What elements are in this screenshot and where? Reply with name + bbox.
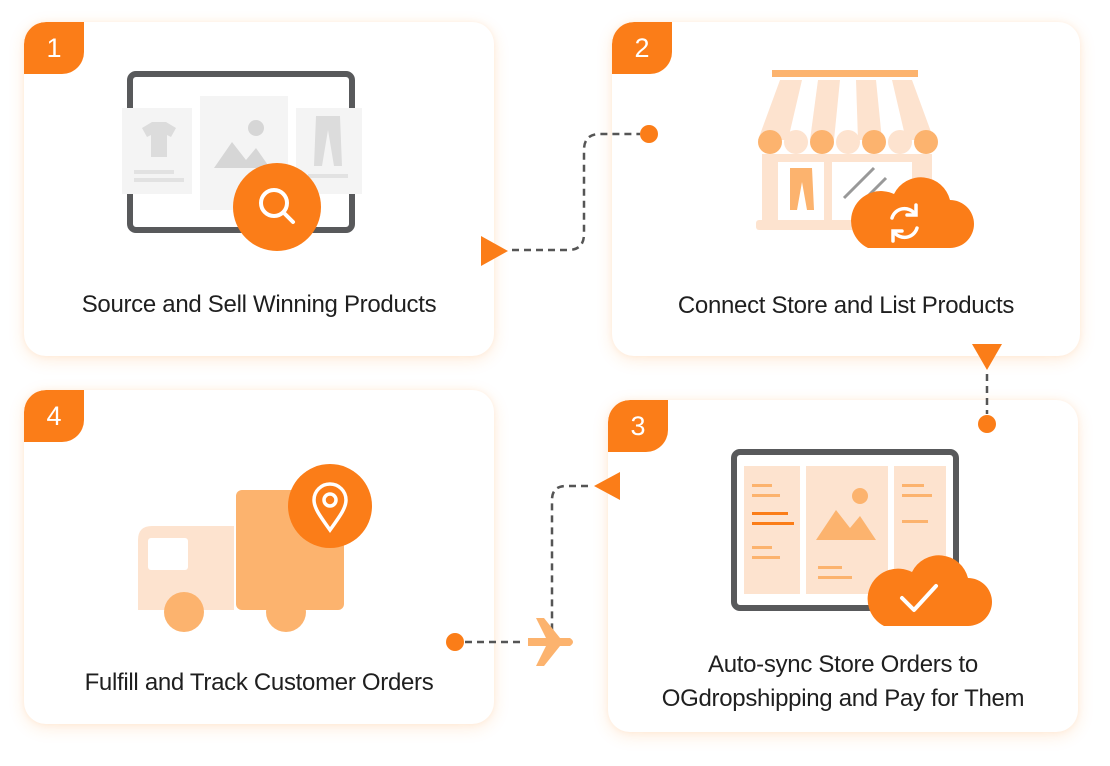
- step-card-1: 1 Source and Sell Winning Products: [24, 22, 494, 356]
- connector-3-4: [541, 484, 588, 644]
- arrow-right-icon: [481, 236, 508, 266]
- step-card-3: 3 Auto-sync Store Orders to OGdropshippi…: [608, 400, 1078, 732]
- sync-icon: [890, 203, 919, 243]
- step-title-line-1: Auto-sync Store Orders to: [708, 651, 978, 678]
- step-number-badge: 1: [24, 22, 84, 74]
- connector-dot: [446, 633, 464, 651]
- search-icon: [259, 188, 295, 224]
- delivery-truck-illustration: [138, 464, 372, 632]
- storefront-illustration: [756, 70, 974, 248]
- order-sync-illustration: [731, 449, 992, 626]
- step-card-2: 2 Connect Stor: [612, 22, 1080, 356]
- connector-dot: [640, 125, 658, 143]
- step-number-badge: 3: [608, 400, 668, 452]
- step-title: Source and Sell Winning Products: [81, 291, 437, 318]
- connector-1-2: [512, 132, 640, 252]
- step-title-line-2: OGdropshipping and Pay for Them: [661, 685, 1025, 712]
- product-catalog-illustration: [122, 71, 362, 251]
- step-title: Fulfill and Track Customer Orders: [84, 669, 434, 696]
- arrow-down-icon: [972, 344, 1002, 370]
- step-card-4: 4 Fulfill and Track Customer Orders: [24, 390, 494, 724]
- step-title: Connect Store and List Products: [677, 292, 1015, 319]
- arrow-left-icon: [594, 472, 620, 500]
- step-number-badge: 2: [612, 22, 672, 74]
- step-number-badge: 4: [24, 390, 84, 442]
- airplane-icon: [528, 618, 573, 666]
- connector-dot: [978, 415, 996, 433]
- location-pin-icon: [312, 482, 348, 534]
- check-icon: [900, 584, 938, 612]
